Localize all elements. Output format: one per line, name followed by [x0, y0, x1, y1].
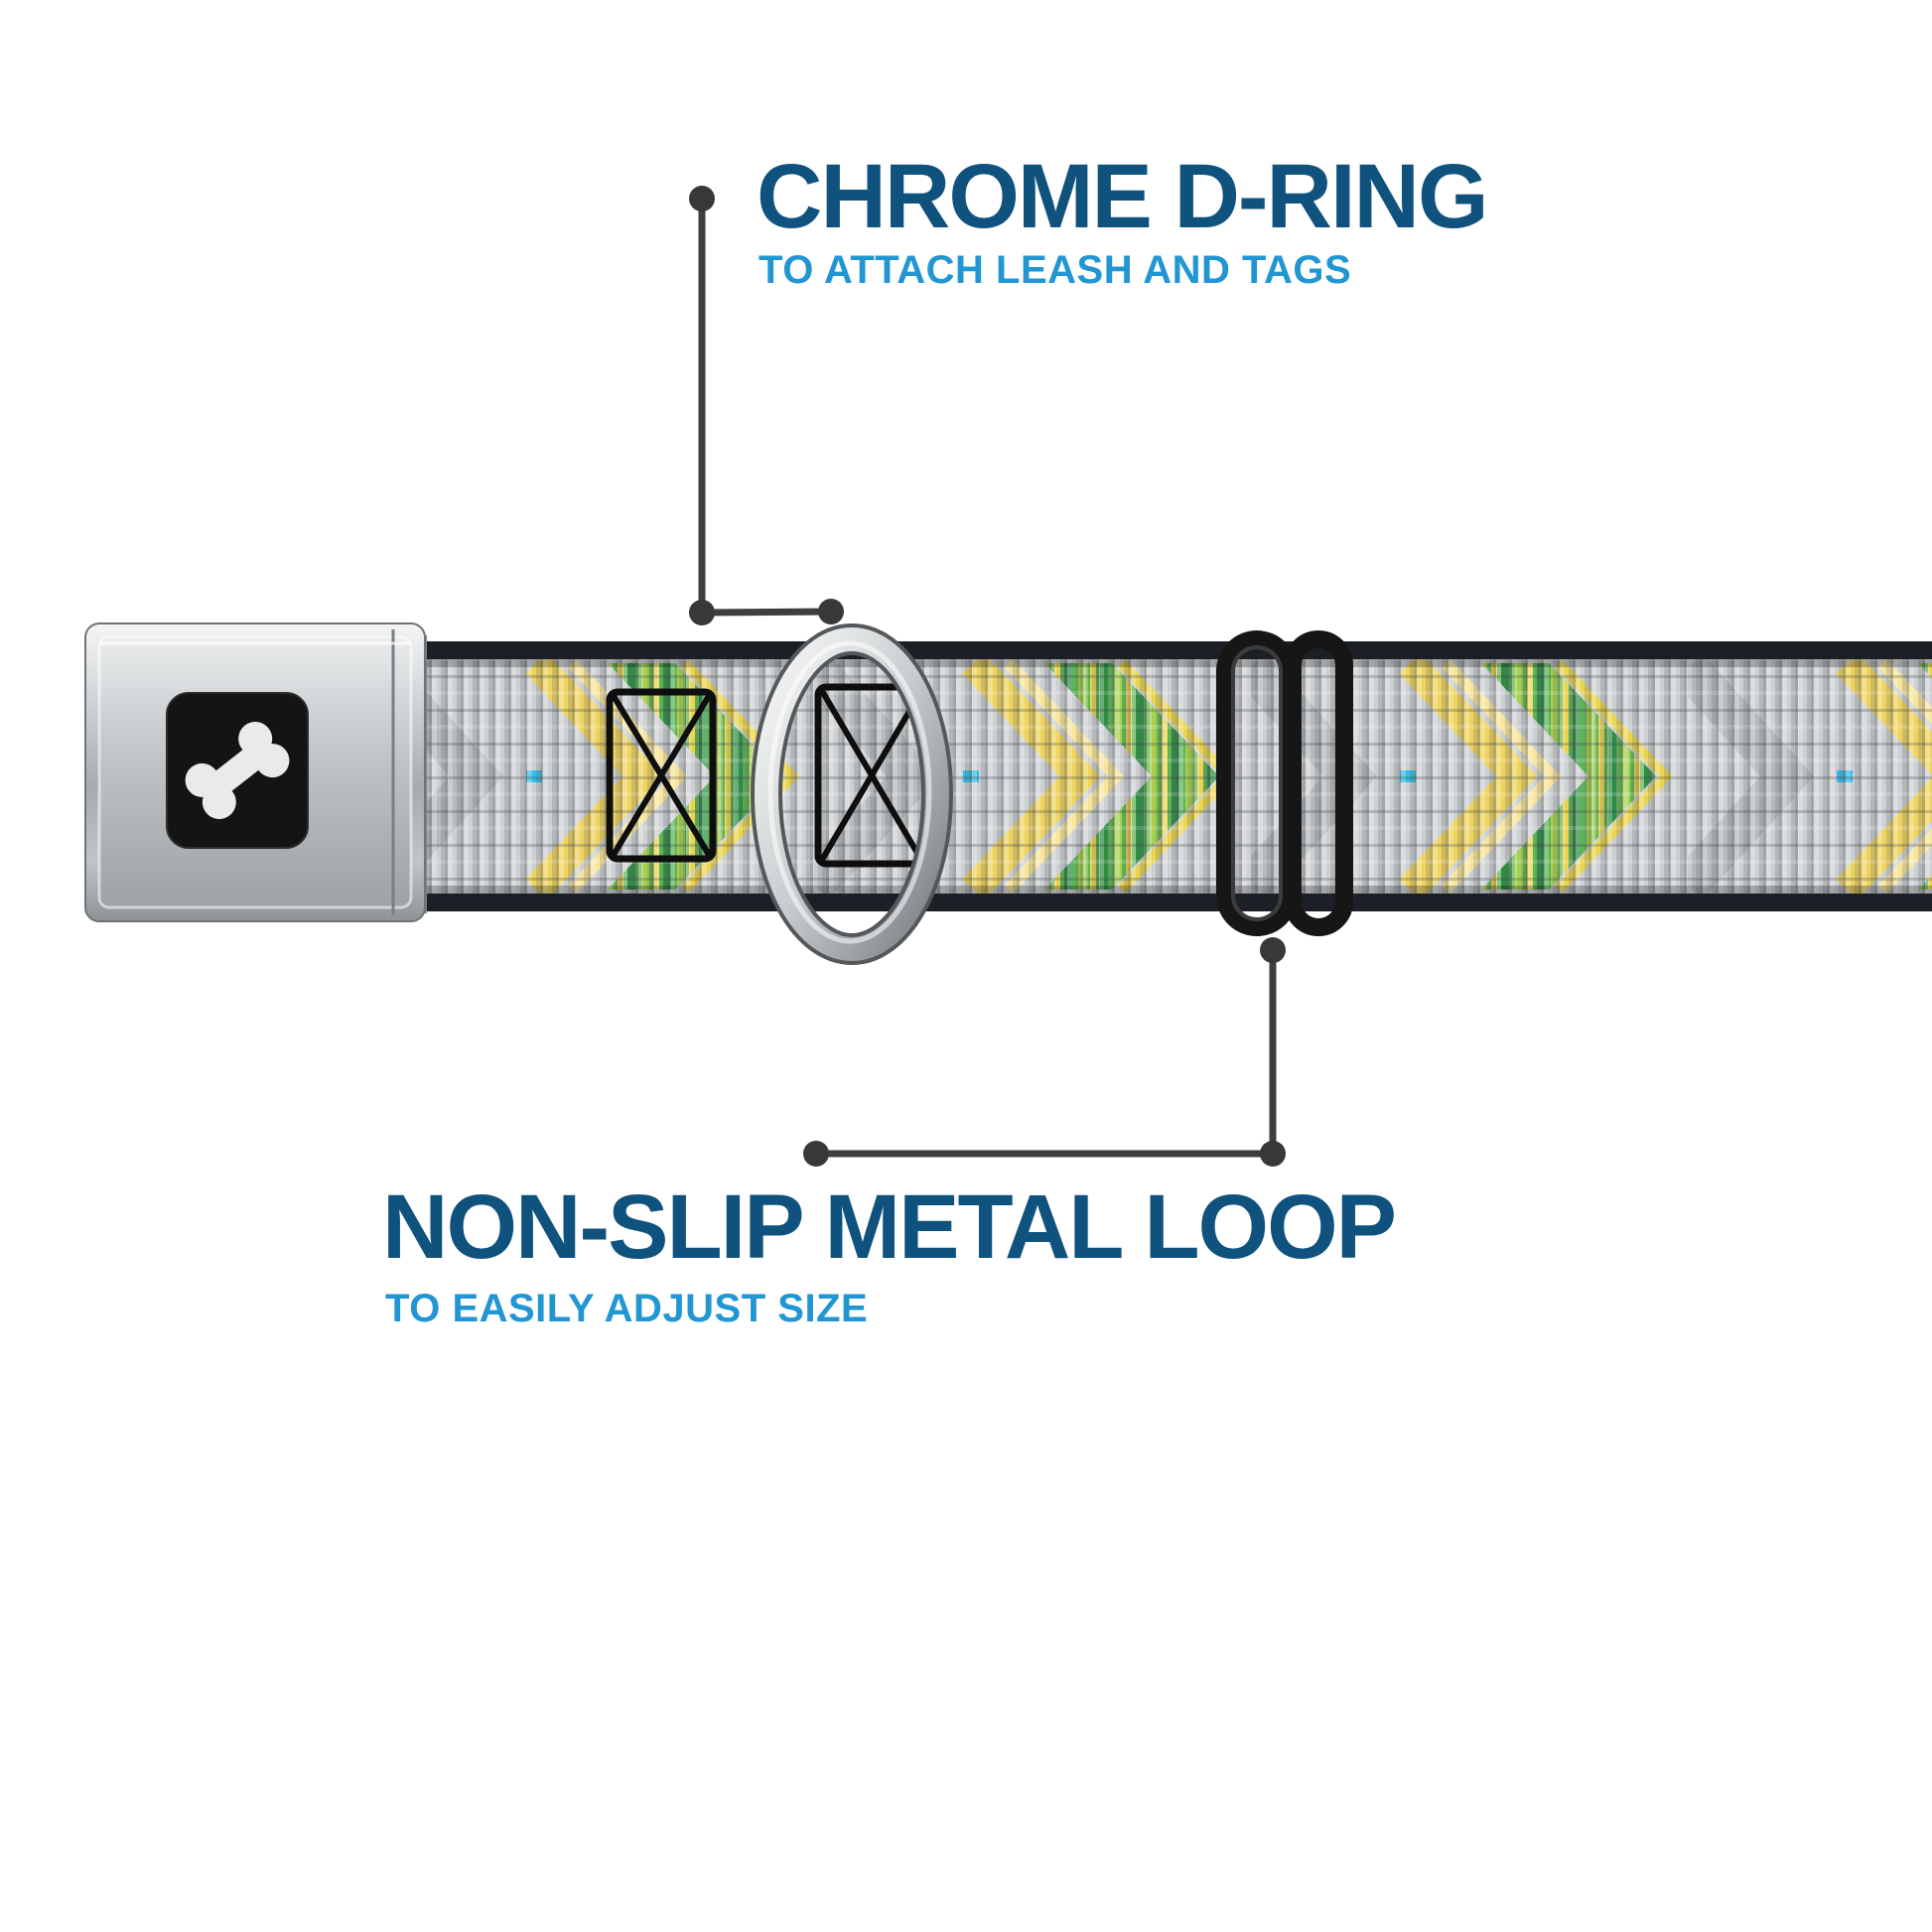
loop-callout-subtitle: TO EASILY ADJUST SIZE [385, 1287, 869, 1330]
stitch-box-left [606, 688, 717, 863]
dring-callout-subtitle: TO ATTACH LEASH AND TAGS [759, 248, 1352, 292]
loop-callout-title: NON-SLIP METAL LOOP [382, 1176, 1397, 1278]
metal-loop-slider [1216, 630, 1353, 936]
dring-callout-title: CHROME D-RING [757, 146, 1489, 247]
callout-connector-loop [803, 937, 1286, 1167]
callout-connector-dring [689, 186, 844, 625]
weave-row-overlay [415, 659, 1932, 894]
chrome-d-ring-hardware [751, 623, 953, 965]
edge-shade-bottom [415, 886, 1932, 894]
dog-bone-icon [185, 722, 290, 819]
seatbelt-buckle [84, 622, 427, 922]
collar-strap [415, 641, 1932, 911]
edge-shade-top [415, 659, 1932, 667]
